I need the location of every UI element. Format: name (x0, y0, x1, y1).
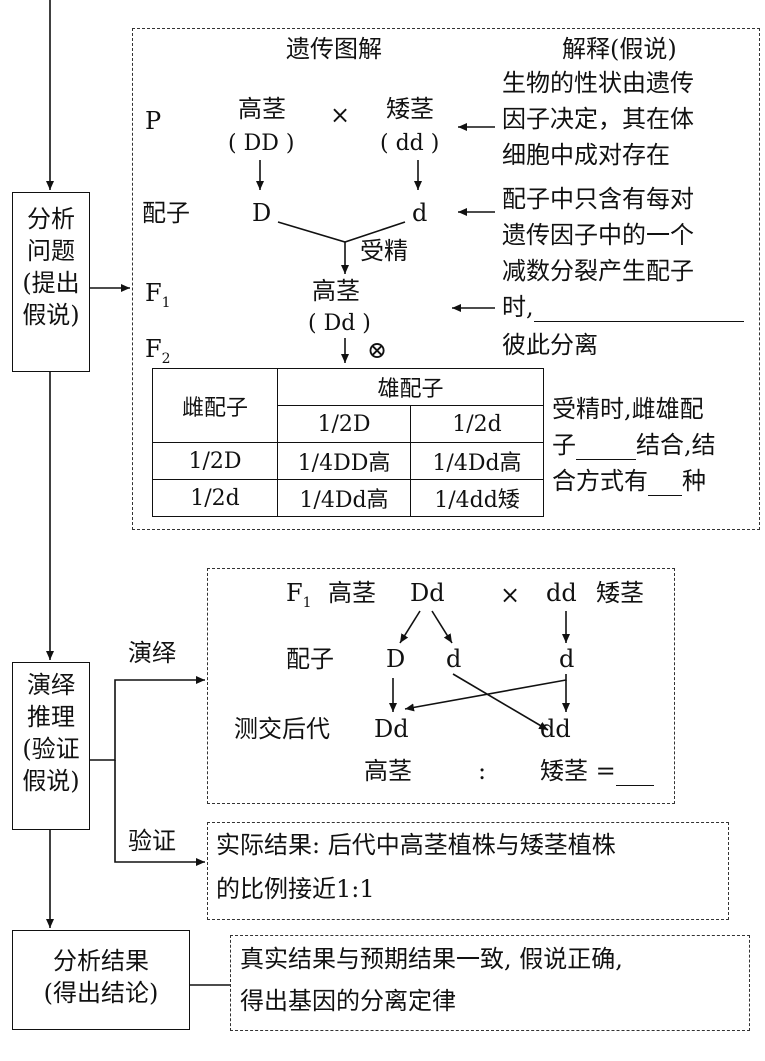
explanation-line: 细胞中成对存在 (502, 141, 670, 169)
conclusion-box (230, 935, 750, 1031)
branch-verify (114, 760, 205, 866)
conclusion-line: 真实结果与预期结果一致, 假说正确, (240, 945, 623, 973)
answer-blank[interactable] (648, 471, 682, 496)
explanation-line: 遗传因子中的一个 (502, 221, 694, 249)
branch-deduce (90, 676, 205, 761)
testcross-cross-sign: × (500, 581, 521, 609)
row-label-f2: F2 (145, 335, 171, 367)
fertilization-label: 受精 (360, 237, 408, 265)
corner-header: 雌配子 (152, 368, 278, 443)
row-header: 1/2D (152, 442, 278, 480)
col-header: 1/2d (410, 405, 544, 443)
explanation-line-blank: 时, (502, 292, 744, 322)
testcross-gamete: D (386, 645, 406, 673)
testcross-f1: F1 (286, 579, 312, 611)
fert-explain-line: 受精时,雌雄配 (552, 395, 704, 423)
table-cell: 1/4Dd高 (410, 442, 544, 480)
parent-short-genotype: ( dd ) (380, 131, 440, 156)
answer-blank[interactable] (576, 435, 636, 460)
male-gamete-header: 雄配子 (277, 368, 544, 406)
row-header: 1/2d (152, 479, 278, 517)
diagram-title: 遗传图解 (286, 35, 382, 63)
row-label-gamete: 配子 (142, 199, 190, 227)
testcross-short-genotype: dd (546, 579, 577, 607)
hypothesis-box (132, 28, 760, 530)
verify-line: 的比例接近1:1 (216, 875, 375, 903)
testcross-gamete: d (559, 645, 575, 673)
table-cell: 1/4dd矮 (410, 479, 544, 517)
testcross-offspring-label: 测交后代 (234, 715, 330, 743)
explanation-line: 因子决定，其在体 (502, 105, 694, 133)
label-deduction: 演绎 (128, 639, 176, 667)
explanation-line: 配子中只含有每对 (502, 185, 694, 213)
step-deductive-reasoning: 演绎 推理 (验证 假说) (12, 662, 90, 830)
step-analyze-problem: 分析 问题 (提出 假说) (12, 192, 90, 372)
testcross-tall: 高茎 (328, 579, 376, 607)
fert-explain-line: 子结合,结 (552, 431, 716, 460)
verify-box (207, 822, 729, 920)
parent-tall: 高茎 (238, 95, 286, 123)
row-label-p: P (145, 107, 162, 135)
answer-blank[interactable] (533, 295, 744, 322)
ratio-short: 矮茎 = (540, 756, 654, 786)
table-cell: 1/4DD高 (277, 442, 411, 480)
testcross-tall-genotype: Dd (410, 579, 445, 607)
col-header: 1/2D (277, 405, 411, 443)
ratio-tall: 高茎 (364, 757, 412, 785)
f1-genotype: ( Dd ) (308, 311, 371, 336)
testcross-short: 矮茎 (596, 579, 644, 607)
label-verify: 验证 (128, 827, 176, 855)
punnett-square: 雌配子 雄配子 1/2D 1/2d 1/2D 1/4DD高 1/4Dd高 1/2… (152, 368, 544, 517)
explanation-line: 减数分裂产生配子 (502, 257, 694, 285)
testcross-gamete-label: 配子 (286, 645, 334, 673)
testcross-offspring: Dd (374, 715, 409, 743)
explanation-line: 彼此分离 (502, 331, 598, 359)
answer-blank[interactable] (615, 761, 654, 786)
explanation-line: 生物的性状由遗传 (502, 69, 694, 97)
fert-explain-line: 合方式有种 (552, 467, 706, 496)
testcross-gamete: d (446, 645, 462, 673)
row-label-f1: F1 (145, 279, 171, 311)
selfing-symbol: ⊗ (367, 336, 388, 364)
ratio-colon: : (478, 757, 487, 785)
f1-phenotype: 高茎 (312, 277, 360, 305)
verify-line: 实际结果: 后代中高茎植株与矮茎植株 (216, 831, 616, 859)
parent-tall-genotype: ( DD ) (228, 131, 295, 156)
step-analyze-result: 分析结果 (得出结论) (12, 930, 190, 1030)
table-cell: 1/4Dd高 (277, 479, 411, 517)
conclusion-line: 得出基因的分离定律 (240, 987, 456, 1015)
parent-short: 矮茎 (386, 95, 434, 123)
gamete-D: D (252, 199, 272, 227)
gamete-d: d (412, 199, 428, 227)
cross-sign: × (330, 101, 351, 129)
explain-title: 解释(假说) (562, 35, 677, 63)
testcross-box (207, 568, 675, 804)
testcross-offspring: dd (540, 715, 571, 743)
